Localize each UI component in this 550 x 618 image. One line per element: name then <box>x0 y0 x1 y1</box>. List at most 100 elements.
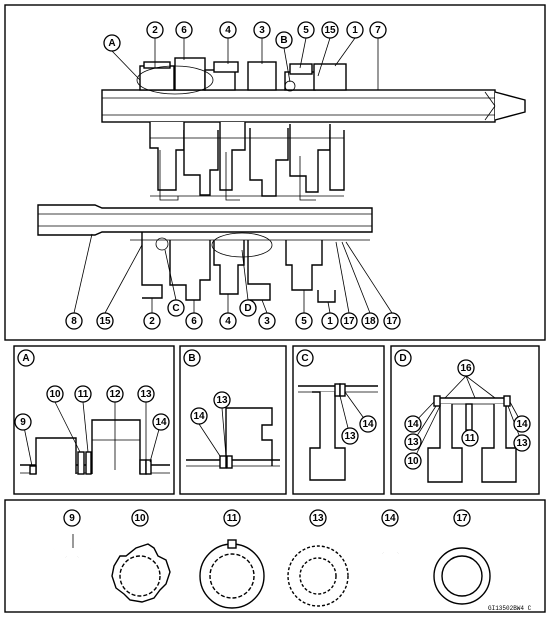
callout-bottom-2-text: 2 <box>149 316 155 327</box>
callout-top-3: 3 <box>253 21 271 39</box>
callout-top-a: A <box>103 34 121 52</box>
callout-top-4: 4 <box>219 21 237 39</box>
panel-a-callout-2-text: 12 <box>109 389 121 400</box>
panel-a-callout-3: 13 <box>137 385 155 403</box>
panel-a-label-text: A <box>22 353 29 364</box>
callout-bottom-18-text: 18 <box>364 316 376 327</box>
part-17-label: 17 <box>453 509 471 527</box>
panel-c-label: C <box>296 349 314 367</box>
callout-bottom-15-text: 15 <box>99 316 111 327</box>
callout-top-15: 15 <box>321 21 339 39</box>
panel-a-callout-5-text: 14 <box>155 417 167 428</box>
part-11-tabbed-washer <box>199 539 265 609</box>
drive-shaft <box>37 204 373 236</box>
part-17-label-text: 17 <box>456 513 468 524</box>
callout-bottom-5-text: 5 <box>301 316 307 327</box>
callout-bottom-5: 5 <box>295 312 313 330</box>
callout-top-6-text: 6 <box>181 25 187 36</box>
panel-a-callout-4-text: 9 <box>20 417 26 428</box>
panel-d-callout-1: 14 <box>404 415 422 433</box>
part-10-toothed-washer <box>111 543 171 603</box>
part-11-label: 11 <box>223 509 241 527</box>
callout-bottom-6: 6 <box>185 312 203 330</box>
callout-bottom-8: 8 <box>65 312 83 330</box>
callout-bottom-17a: 17 <box>340 312 358 330</box>
part-9-label: 9 <box>63 509 81 527</box>
callout-bottom-17a-text: 17 <box>343 316 355 327</box>
panel-c-callout-0-text: 14 <box>362 419 374 430</box>
callout-top-2: 2 <box>146 21 164 39</box>
callout-bottom-c: C <box>167 299 185 317</box>
panel-c-label-text: C <box>301 353 308 364</box>
callout-bottom-d-text: D <box>244 303 251 314</box>
panel-c-callout-1: 13 <box>341 427 359 445</box>
callout-top-15-text: 15 <box>324 25 336 36</box>
callout-top-1-text: 1 <box>352 25 358 36</box>
main-frame <box>4 4 546 341</box>
detail-panel-c <box>292 345 385 495</box>
panel-d-callout-2: 13 <box>404 433 422 451</box>
panel-b-label-text: B <box>188 353 195 364</box>
drive-shaft-gears <box>130 232 370 303</box>
panel-a-callout-5: 14 <box>152 413 170 431</box>
panel-d-callout-0: 16 <box>457 359 475 377</box>
panel-d-callout-4-text: 10 <box>407 456 419 467</box>
panel-d-callout-6-text: 13 <box>516 438 528 449</box>
panel-d-callout-5: 14 <box>513 415 531 433</box>
parts-frame <box>4 499 546 613</box>
callout-top-b-text: B <box>280 35 287 46</box>
part-13-label-text: 13 <box>312 513 324 524</box>
output-shaft <box>101 89 526 123</box>
output-shaft-gears <box>136 57 347 95</box>
panel-d-callout-2-text: 13 <box>407 437 419 448</box>
callout-top-5-text: 5 <box>303 25 309 36</box>
panel-d-callout-0-text: 16 <box>460 363 472 374</box>
panel-c-callout-1-text: 13 <box>344 431 356 442</box>
panel-b-callout-0-text: 13 <box>216 395 228 406</box>
panel-d-callout-3-text: 11 <box>465 433 476 444</box>
part-13-splined-washer <box>287 545 349 607</box>
callout-bottom-15: 15 <box>96 312 114 330</box>
panel-c-callout-0: 14 <box>359 415 377 433</box>
panel-d-callout-3: 11 <box>461 429 479 447</box>
detail-panel-b <box>179 345 287 495</box>
part-17-plain-washer <box>433 547 491 605</box>
panel-a-callout-3-text: 13 <box>140 389 152 400</box>
panel-a-callout-0-text: 10 <box>49 389 61 400</box>
panel-a-callout-4: 9 <box>14 413 32 431</box>
part-14-label-text: 14 <box>384 513 396 524</box>
top-leader-lines <box>111 37 379 90</box>
part-9-snap-ring <box>44 504 100 559</box>
panel-b-callout-1-text: 14 <box>193 411 205 422</box>
part-10-label-text: 10 <box>134 513 146 524</box>
panel-d-label: D <box>394 349 412 367</box>
panel-d-callout-6: 13 <box>513 434 531 452</box>
panel-a-callout-1: 11 <box>74 385 92 403</box>
callout-bottom-17b: 17 <box>383 312 401 330</box>
gear-mesh-region <box>149 122 345 201</box>
callout-bottom-8-text: 8 <box>71 316 77 327</box>
callout-bottom-4-text: 4 <box>225 316 231 327</box>
panel-b-callout-0: 13 <box>213 391 231 409</box>
callout-top-5: 5 <box>297 21 315 39</box>
part-14-label: 14 <box>381 509 399 527</box>
part-10-label: 10 <box>131 509 149 527</box>
detail-panel-a <box>13 345 175 495</box>
callout-bottom-3: 3 <box>258 312 276 330</box>
panel-a-callout-2: 12 <box>106 385 124 403</box>
panel-d-callout-5-text: 14 <box>516 419 528 430</box>
panel-b-label: B <box>183 349 201 367</box>
callout-top-6: 6 <box>175 21 193 39</box>
panel-d-callout-4: 10 <box>404 452 422 470</box>
callout-top-7: 7 <box>369 21 387 39</box>
callout-bottom-1: 1 <box>321 312 339 330</box>
callout-top-a-text: A <box>108 38 115 49</box>
bottom-leader-lines <box>73 233 393 314</box>
panel-a-callout-1-text: 11 <box>78 389 89 400</box>
part-14-circlip <box>365 505 416 555</box>
panel-d-callout-1-text: 14 <box>407 419 419 430</box>
callout-bottom-d: D <box>239 299 257 317</box>
